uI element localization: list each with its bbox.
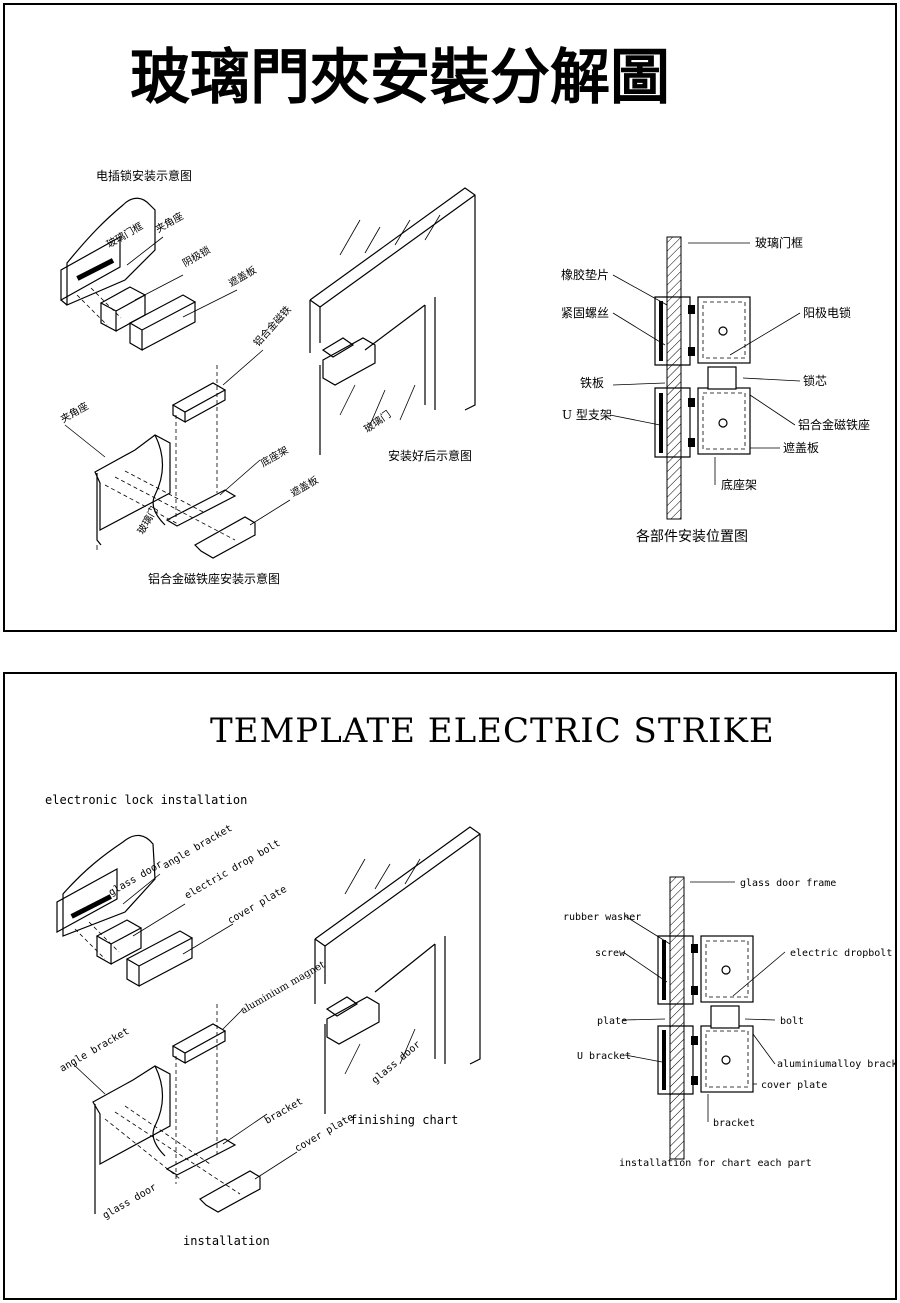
label-section-alu-seat: 铝合金磁铁座 <box>798 417 870 432</box>
label-bracket-en: bracket <box>263 1096 305 1127</box>
chinese-diagram-panel: 玻璃門夾安裝分解圖 电插锁安装示意图 玻璃门框 夹角座 阴极锁 <box>3 3 897 632</box>
label-section-bracket-en: bracket <box>713 1118 755 1129</box>
label-angle-bracket-2-en: angle bracket <box>58 1026 131 1075</box>
section-caption-en: installation for chart each part <box>619 1158 812 1169</box>
label-section-alu-bracket-en: aluminiumalloy bracket <box>777 1059 895 1070</box>
section-drawing-en <box>622 876 786 1160</box>
label-section-glass-door-frame: 玻璃门框 <box>755 235 803 250</box>
exploded-title-en: electronic lock installation <box>45 793 247 807</box>
label-section-screw: 紧固螺丝 <box>561 306 609 320</box>
label-section-plate-en: plate <box>597 1016 627 1027</box>
label-section-bolt-en: bolt <box>780 1016 804 1027</box>
label-alu-magnet-en: aluminium magnet <box>239 959 327 1016</box>
exploded-lock-drawing-en <box>56 834 298 1214</box>
finished-caption-en: finishing chart <box>350 1113 458 1127</box>
label-section-drop-bolt: 阳极电锁 <box>803 305 851 320</box>
label-cover-plate: 遮盖板 <box>226 263 258 289</box>
label-cover-plate-2: 遮盖板 <box>288 473 320 499</box>
label-alu-magnet: 铝合金磁铁 <box>251 303 294 349</box>
exploded-caption: 铝合金磁铁座安装示意图 <box>148 571 280 586</box>
label-section-u-bracket: U 型支架 <box>562 408 612 422</box>
label-glass-door: 玻璃门 <box>134 504 160 536</box>
exploded-caption-en: installation <box>183 1234 270 1248</box>
label-section-bracket: 底座架 <box>721 477 757 492</box>
label-cover-plate-en: cover plate <box>226 884 289 927</box>
label-section-cover-plate-en: cover plate <box>761 1080 827 1091</box>
label-section-u-bracket-en: U bracket <box>577 1051 631 1062</box>
label-bracket: 底座架 <box>258 443 290 469</box>
label-section-rubber-washer: 橡胶垫片 <box>561 267 609 282</box>
finished-caption: 安装好后示意图 <box>388 448 472 463</box>
label-section-glass-door-frame-en: glass door frame <box>740 878 836 889</box>
label-glass-door-2-en: glass door <box>101 1182 159 1222</box>
section-drawing <box>609 236 801 520</box>
chinese-diagram-canvas: 玻璃門夾安裝分解圖 电插锁安装示意图 玻璃门框 夹角座 阴极锁 <box>58 43 870 586</box>
label-drop-bolt: 阴极锁 <box>180 243 212 269</box>
label-glass-door-frame: 玻璃门框 <box>104 219 145 250</box>
label-finished-glass-door: 玻璃门 <box>361 408 393 436</box>
exploded-title: 电插锁安装示意图 <box>96 168 192 183</box>
label-section-drop-bolt-en: electric dropbolt <box>790 948 892 959</box>
finished-door-drawing-en <box>314 826 481 1114</box>
label-glass-door-en: glass door <box>107 859 165 899</box>
page-title-english: TEMPLATE ELECTRIC STRIKE <box>210 711 775 751</box>
label-section-rubber-washer-en: rubber washer <box>563 912 641 923</box>
section-caption: 各部件安装位置图 <box>636 529 748 545</box>
label-section-bolt: 锁芯 <box>803 373 827 388</box>
label-section-screw-en: screw <box>595 948 626 959</box>
english-diagram-panel: TEMPLATE ELECTRIC STRIKE electronic lock… <box>3 672 897 1300</box>
label-section-plate: 铁板 <box>580 376 604 390</box>
exploded-lock-drawing <box>60 197 291 559</box>
label-finished-glass-door-en: glass door <box>370 1039 423 1086</box>
english-diagram-canvas: TEMPLATE ELECTRIC STRIKE electronic lock… <box>45 711 895 1248</box>
finished-door-drawing <box>309 187 476 455</box>
label-angle-clamp: 夹角座 <box>58 399 90 425</box>
label-angle-bracket-en: angle bracket <box>161 823 234 872</box>
label-cover-plate-2-en: cover plate <box>293 1112 356 1155</box>
label-angle-seat: 夹角座 <box>153 209 185 235</box>
label-section-cover-plate: 遮盖板 <box>783 440 819 455</box>
page-title: 玻璃門夾安裝分解圖 <box>130 43 670 113</box>
